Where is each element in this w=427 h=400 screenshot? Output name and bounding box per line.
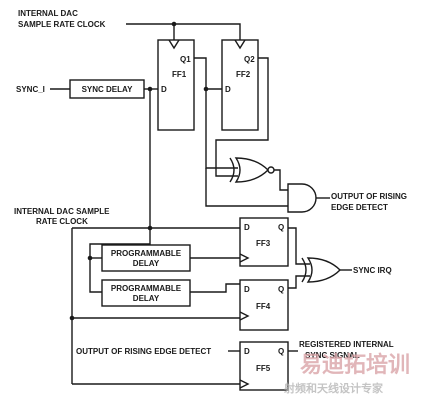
rising-edge-out-label-line2: EDGE DETECT [331,203,388,212]
programmable-delay-1 [101,244,191,272]
dac-clock-left-label-line2: RATE CLOCK [36,217,88,226]
delay-feed-wires [87,228,240,293]
q2-to-xor1-wire [215,57,269,177]
sync-irq-label: SYNC IRQ [353,266,392,275]
prog-delay-1-label-line2: DELAY [133,259,160,268]
sync-delay-label: SYNC DELAY [82,85,133,94]
ff1-name: FF1 [172,70,187,79]
watermark: 易迪拓培训 射频和天线设计专家 [283,352,410,395]
flip-flop-ff4: D Q FF4 [239,279,289,331]
q1-to-ff2-wire [194,57,222,90]
prog-delay-2-label-line2: DELAY [133,294,160,303]
top-clock-wires [126,21,241,40]
ff1-d-label: D [161,85,167,94]
dac-clock-top-label-line2: SAMPLE RATE CLOCK [18,20,106,29]
prog-delay-1-label-line1: PROGRAMMABLE [111,249,182,258]
sync-in-label: SYNC_I [16,85,45,94]
programmable-delay-2 [101,279,191,307]
flip-flop-ff2: Q2 FF2 D [221,39,259,131]
ff5-name: FF5 [256,364,271,373]
registered-label-line2: SYNC SIGNAL [305,351,360,360]
rising-edge-out-label-line1: OUTPUT OF RISING [331,192,407,201]
watermark-brand: 易迪拓培训 [300,352,410,378]
ff3-q-label: Q [278,223,284,232]
rising-edge-in-label: OUTPUT OF RISING EDGE DETECT [76,347,211,356]
sync-to-and-wire [205,168,288,207]
ff2-d-label: D [225,85,231,94]
ff5-d-label: D [244,347,250,356]
xor-gate-2 [301,257,341,283]
ff3-q-to-xor2-wire [288,227,310,265]
prog-delay-2-label-line1: PROGRAMMABLE [111,284,182,293]
ff4-d-label: D [244,285,250,294]
ff3-name: FF3 [256,239,271,248]
dac-clock-top-label-line1: INTERNAL DAC [18,9,78,18]
and-gate [287,183,317,213]
ff4-name: FF4 [256,302,271,311]
dac-clock-left-label-line1: INTERNAL DAC SAMPLE [14,207,110,216]
ff2-q-label: Q2 [244,55,255,64]
xor1-to-and-wire [274,169,288,191]
registered-label-line1: REGISTERED INTERNAL [299,340,394,349]
ff3-d-label: D [244,223,250,232]
ff5-q-label: Q [278,347,284,356]
flip-flop-ff5: D Q FF5 [239,341,289,391]
ff4-q-to-xor2-wire [288,275,310,289]
ff1-q-label: Q1 [180,55,191,64]
flip-flop-ff1: Q1 FF1 D [157,39,195,131]
ff4-q-label: Q [278,285,284,294]
ff2-name: FF2 [236,70,251,79]
flip-flop-ff3: D Q FF3 [239,217,289,267]
xor-gate-1 [229,157,275,183]
watermark-subtitle: 射频和天线设计专家 [283,381,384,395]
